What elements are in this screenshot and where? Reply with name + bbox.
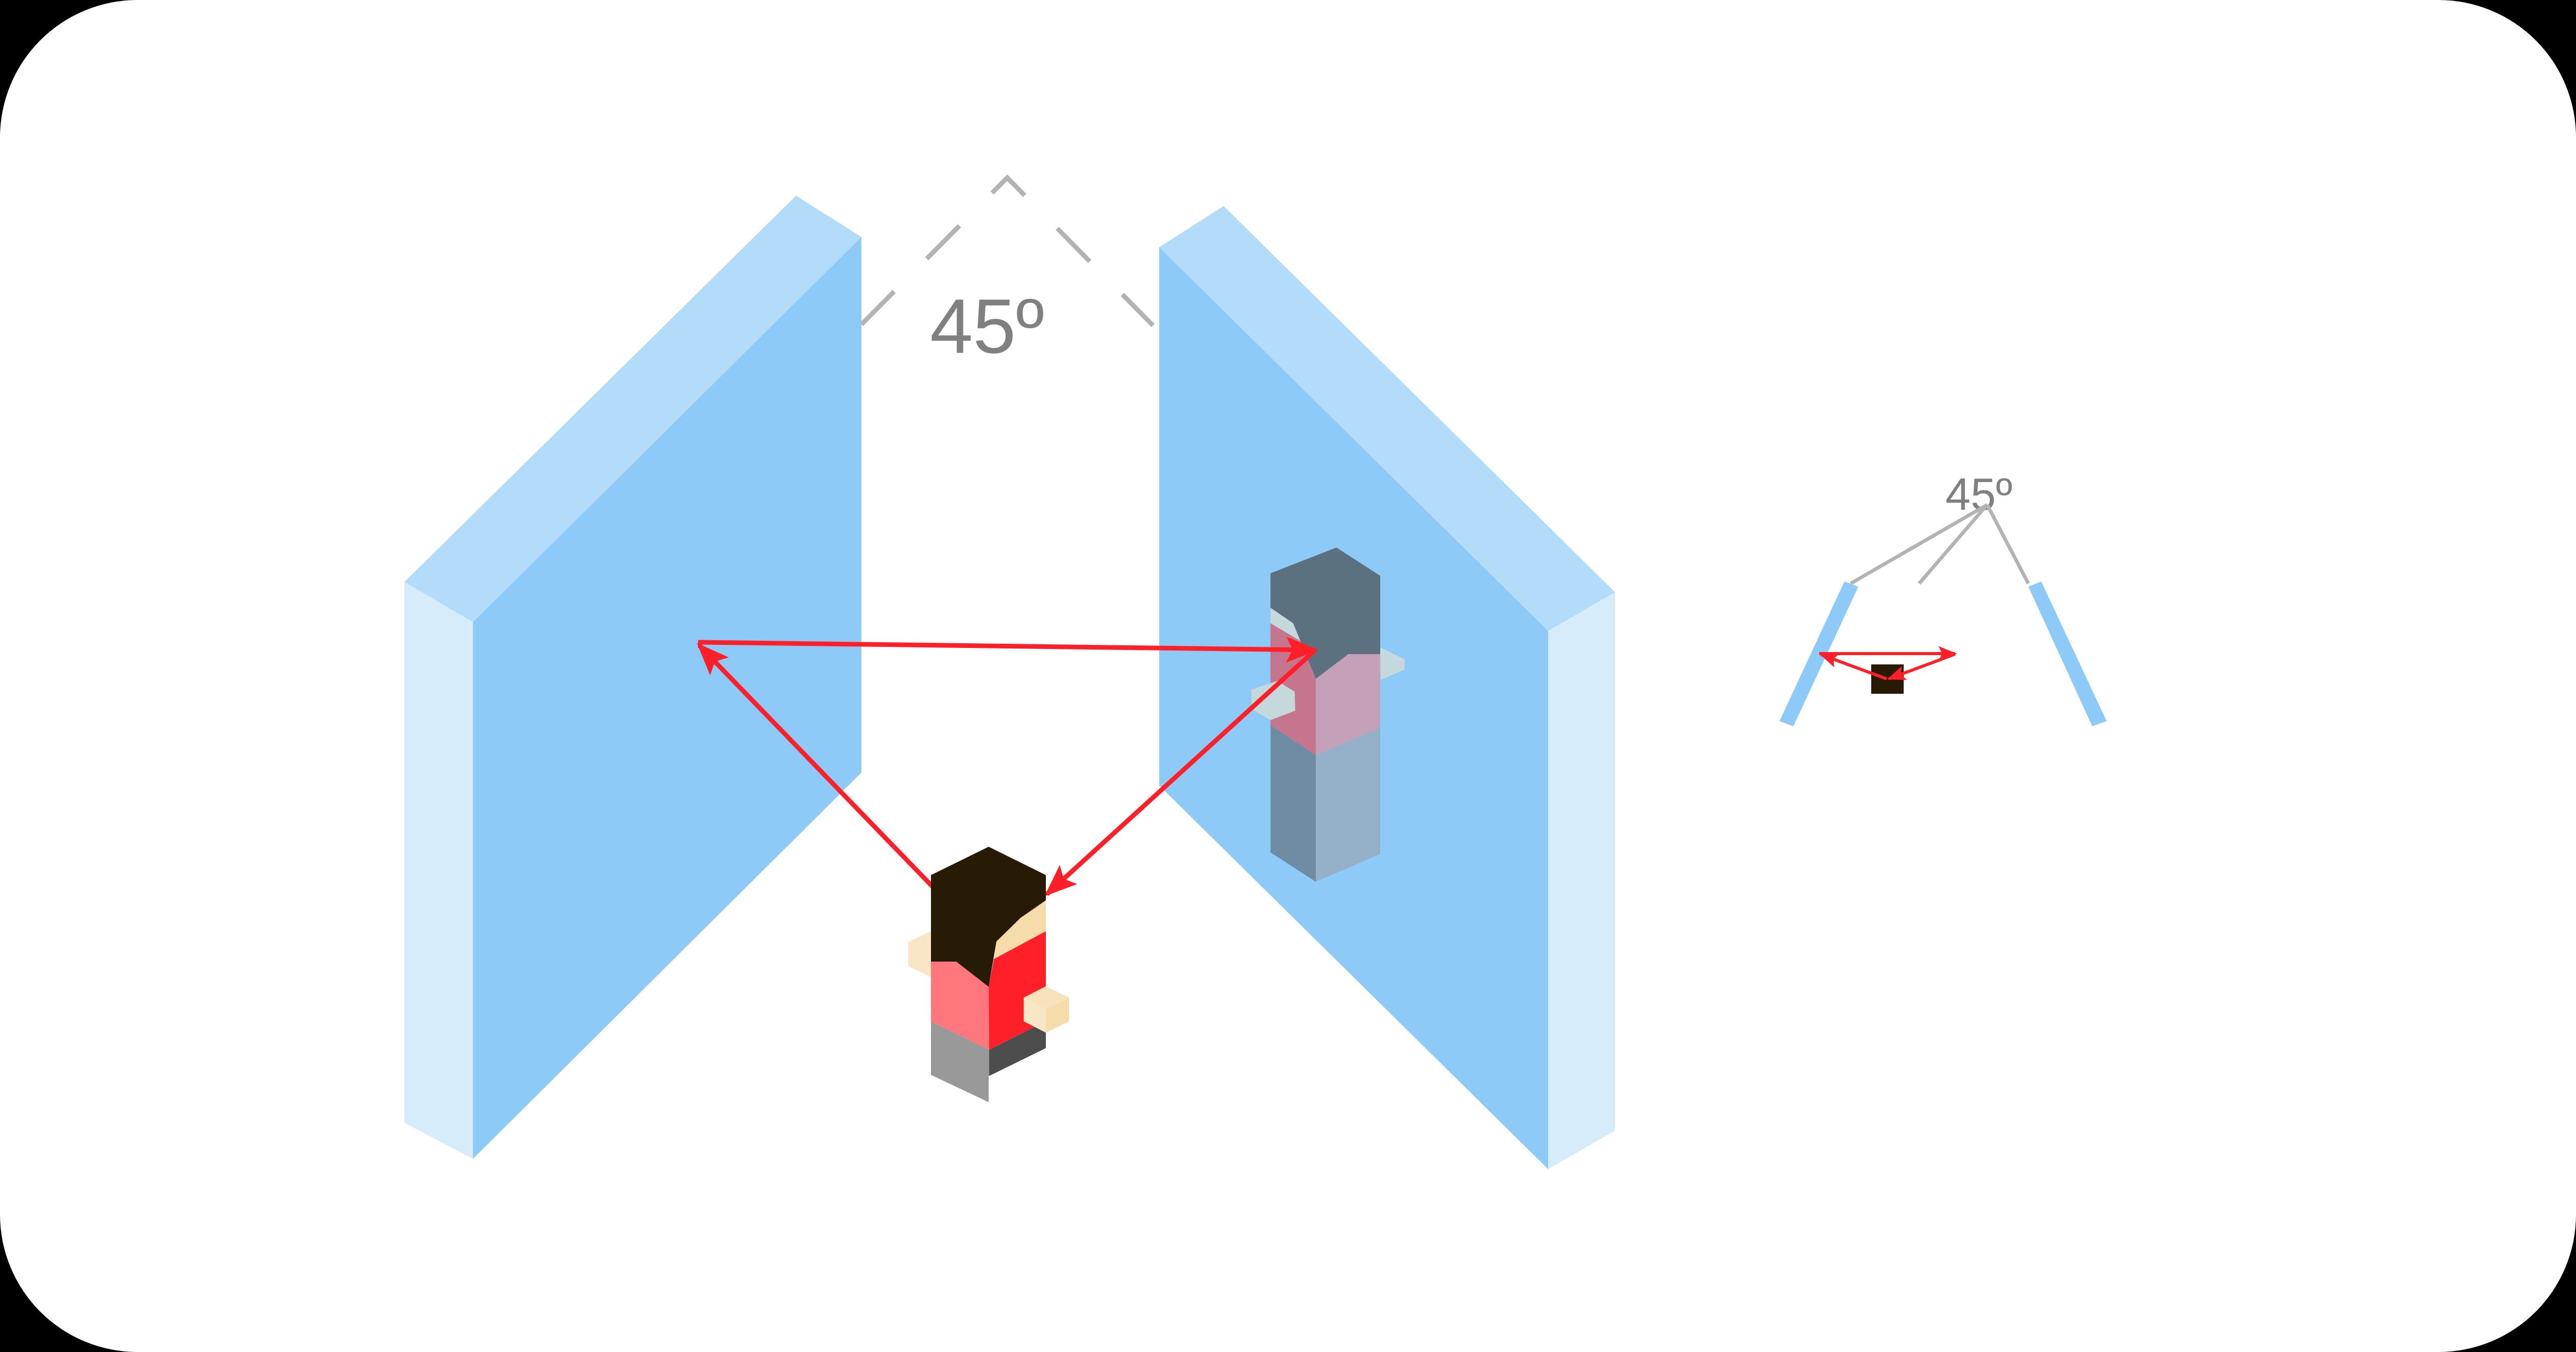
reflection-pants-right bbox=[1316, 728, 1380, 882]
right-mirror-side bbox=[1548, 592, 1615, 1169]
hand-right-side bbox=[1046, 998, 1069, 1033]
right-mirror-top bbox=[1159, 206, 1615, 631]
inset-ray-right bbox=[1887, 653, 1956, 680]
inset-top-view: 45º bbox=[1780, 469, 2107, 726]
reflection-shirt-right bbox=[1316, 654, 1380, 755]
angle-guide-dashed bbox=[859, 174, 1155, 328]
left-mirror-front bbox=[473, 237, 861, 1159]
inset-angle-line-right bbox=[1985, 504, 2030, 585]
ray-from-right-mirror bbox=[1044, 648, 1317, 897]
inset-ray-left bbox=[1819, 653, 1888, 680]
hand-right-top bbox=[1024, 986, 1069, 1009]
left-mirror-top bbox=[404, 196, 861, 622]
pants-left bbox=[931, 1047, 989, 1102]
skin-face bbox=[994, 900, 1046, 959]
hand-left bbox=[908, 931, 931, 977]
shirt-left bbox=[931, 962, 989, 1050]
inset-mirror-right bbox=[2028, 581, 2107, 726]
pants-right bbox=[989, 1021, 1046, 1076]
hair bbox=[931, 847, 1046, 987]
main-angle-label: 45º bbox=[930, 283, 1044, 369]
ray-horizontal bbox=[698, 637, 1319, 663]
pants-left-2 bbox=[931, 1021, 989, 1076]
reflection-pants-left bbox=[1270, 725, 1316, 882]
light-rays bbox=[697, 637, 1319, 898]
inset-observer bbox=[1871, 664, 1904, 694]
reflection-hand-right bbox=[1380, 647, 1404, 680]
left-mirror-side bbox=[404, 582, 473, 1159]
observer-figure bbox=[908, 847, 1069, 1102]
reflection-hand-left bbox=[1251, 681, 1295, 720]
inset-angle-line-l bbox=[1918, 503, 1989, 585]
inset-mirror-left bbox=[1780, 581, 1858, 726]
right-mirror bbox=[1159, 206, 1615, 1169]
left-mirror bbox=[404, 196, 861, 1159]
inset-angle-line-left bbox=[1850, 503, 1988, 586]
ray-to-left-mirror bbox=[697, 643, 944, 898]
reflection-hair bbox=[1270, 547, 1380, 679]
